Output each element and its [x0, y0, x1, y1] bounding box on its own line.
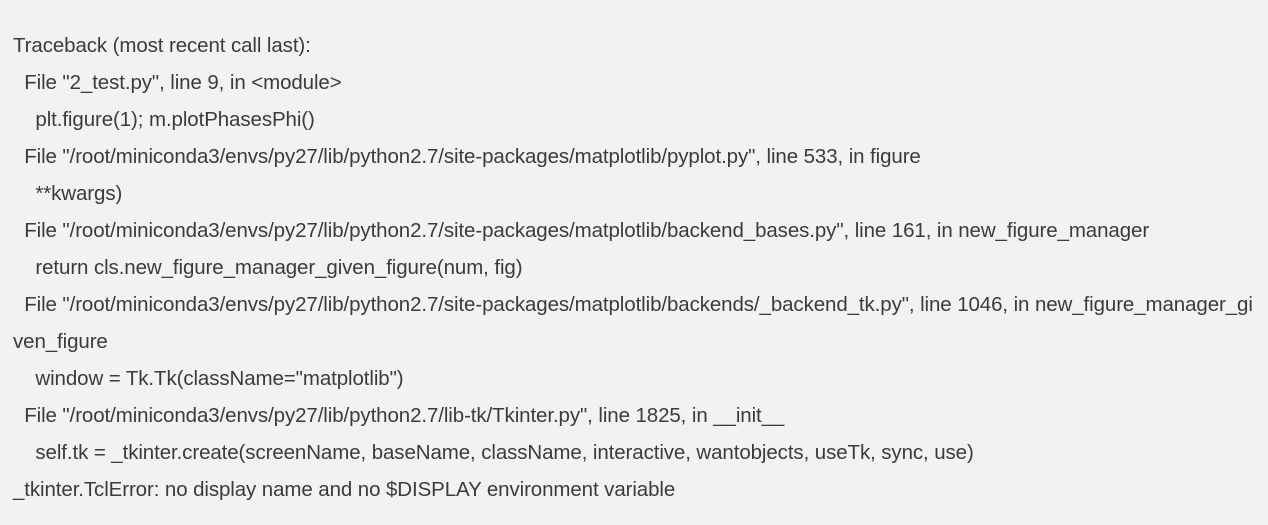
traceback-line-file-3: File "/root/miniconda3/envs/py27/lib/pyt… — [13, 218, 1150, 242]
traceback-output[interactable]: Traceback (most recent call last): File … — [0, 20, 1268, 525]
traceback-line-source-5: self.tk = _tkinter.create(screenName, ba… — [13, 440, 974, 464]
traceback-line-file-1: File "2_test.py", line 9, in <module> — [13, 70, 342, 94]
traceback-line-file-2: File "/root/miniconda3/envs/py27/lib/pyt… — [13, 144, 921, 168]
traceback-line-file-5: File "/root/miniconda3/envs/py27/lib/pyt… — [13, 403, 785, 427]
traceback-line-source-2: **kwargs) — [13, 181, 123, 205]
traceback-line-exception: _tkinter.TclError: no display name and n… — [13, 477, 676, 501]
traceback-line-source-4: window = Tk.Tk(className="matplotlib") — [13, 366, 404, 390]
traceback-line-source-1: plt.figure(1); m.plotPhasesPhi() — [13, 107, 315, 131]
traceback-line-source-3: return cls.new_figure_manager_given_figu… — [13, 255, 523, 279]
traceback-line-file-4: File "/root/miniconda3/envs/py27/lib/pyt… — [13, 292, 1253, 353]
traceback-line-header: Traceback (most recent call last): — [13, 33, 311, 57]
